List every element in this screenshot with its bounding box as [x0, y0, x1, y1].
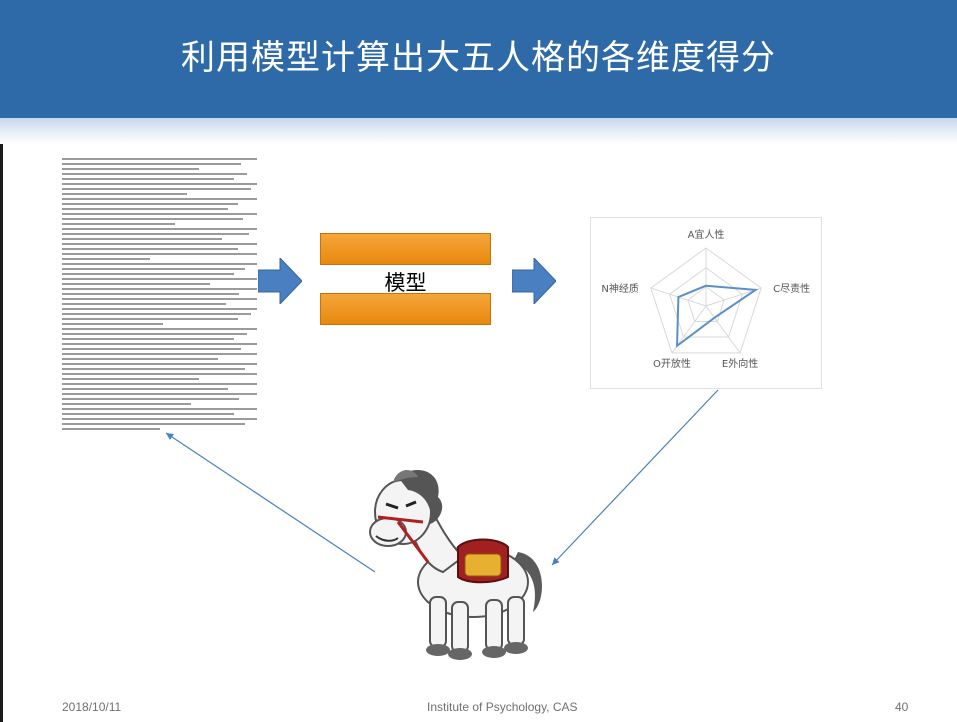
document-text-line	[62, 178, 234, 180]
document-text-line	[62, 333, 248, 335]
document-text-line	[62, 173, 248, 175]
document-text-line	[62, 228, 257, 230]
footer-institution: Institute of Psychology, CAS	[427, 700, 578, 714]
document-text-line	[62, 288, 257, 290]
radar-chart-svg: A宜人性 C尽责性 E外向性 O开放性 N神经质	[601, 228, 810, 370]
document-text-line	[62, 328, 257, 330]
document-text-line	[62, 423, 246, 425]
radar-grid-ring	[650, 247, 762, 354]
document-text-line	[62, 243, 257, 245]
footer-date: 2018/10/11	[62, 700, 122, 714]
arrow-to-document	[165, 432, 376, 573]
document-thumbnail	[62, 158, 257, 433]
document-text-line	[62, 223, 176, 225]
radar-grid-ring	[669, 267, 743, 338]
horse-mascot-icon	[369, 469, 543, 660]
document-text-line	[62, 393, 257, 395]
document-text-line	[62, 383, 257, 385]
document-text-line	[62, 158, 257, 160]
document-text-line	[62, 283, 211, 285]
document-text-line	[62, 368, 246, 370]
document-text-line	[62, 278, 257, 280]
document-text-line	[62, 238, 222, 240]
right-arrow-icon	[258, 258, 302, 304]
footer-page-number: 40	[895, 700, 909, 714]
document-text-line	[62, 373, 257, 375]
document-text-line	[62, 303, 226, 305]
arrow-to-horse	[551, 389, 719, 566]
slide-title: 利用模型计算出大五人格的各维度得分	[181, 38, 776, 78]
document-text-line	[62, 348, 242, 350]
document-text-line	[62, 318, 238, 320]
document-text-line	[62, 298, 257, 300]
document-text-line	[62, 403, 191, 405]
radar-axis-label: A宜人性	[688, 228, 725, 241]
document-text-line	[62, 203, 238, 205]
document-text-line	[62, 208, 228, 210]
document-text-line	[62, 418, 257, 420]
document-text-line	[62, 293, 240, 295]
document-text-line	[62, 338, 234, 340]
model-bar-bottom	[320, 293, 491, 325]
radar-axis-label: E外向性	[722, 357, 758, 370]
document-text-line	[62, 183, 257, 185]
radar-axis-label: C尽责性	[773, 282, 810, 295]
radar-spoke	[705, 287, 762, 307]
document-text-line	[62, 358, 218, 360]
header-gradient	[0, 118, 957, 144]
radar-chart: A宜人性 C尽责性 E外向性 O开放性 N神经质	[590, 217, 822, 389]
document-text-line	[62, 413, 234, 415]
radar-grid-ring	[687, 286, 725, 322]
document-text-line	[62, 343, 257, 345]
document-text-line	[62, 188, 252, 190]
radar-axis-label: N神经质	[601, 282, 638, 295]
document-text-line	[62, 213, 257, 215]
document-text-line	[62, 193, 187, 195]
document-text-line	[62, 233, 250, 235]
document-text-line	[62, 353, 257, 355]
document-text-line	[62, 388, 228, 390]
document-text-line	[62, 308, 257, 310]
right-arrow-icon	[512, 258, 556, 304]
document-text-line	[62, 398, 240, 400]
document-text-line	[62, 323, 164, 325]
document-text-line	[62, 408, 257, 410]
document-text-line	[62, 268, 246, 270]
document-text-line	[62, 258, 150, 260]
document-text-line	[62, 218, 244, 220]
document-text-line	[62, 253, 257, 255]
document-text-line	[62, 313, 252, 315]
slide-header: 利用模型计算出大五人格的各维度得分	[0, 0, 957, 120]
model-block: 模型	[320, 233, 491, 325]
document-text-line	[62, 363, 257, 365]
document-text-line	[62, 428, 160, 430]
document-text-line	[62, 248, 238, 250]
document-text-line	[62, 198, 257, 200]
model-label: 模型	[384, 271, 427, 295]
document-text-line	[62, 163, 242, 165]
model-bar-top	[320, 233, 491, 265]
slide-left-border	[0, 0, 3, 722]
document-text-line	[62, 263, 257, 265]
document-text-line	[62, 168, 199, 170]
document-text-line	[62, 378, 199, 380]
document-text-line	[62, 273, 234, 275]
radar-series-line	[675, 284, 759, 348]
radar-spoke	[705, 305, 741, 354]
radar-axis-label: O开放性	[653, 357, 691, 370]
